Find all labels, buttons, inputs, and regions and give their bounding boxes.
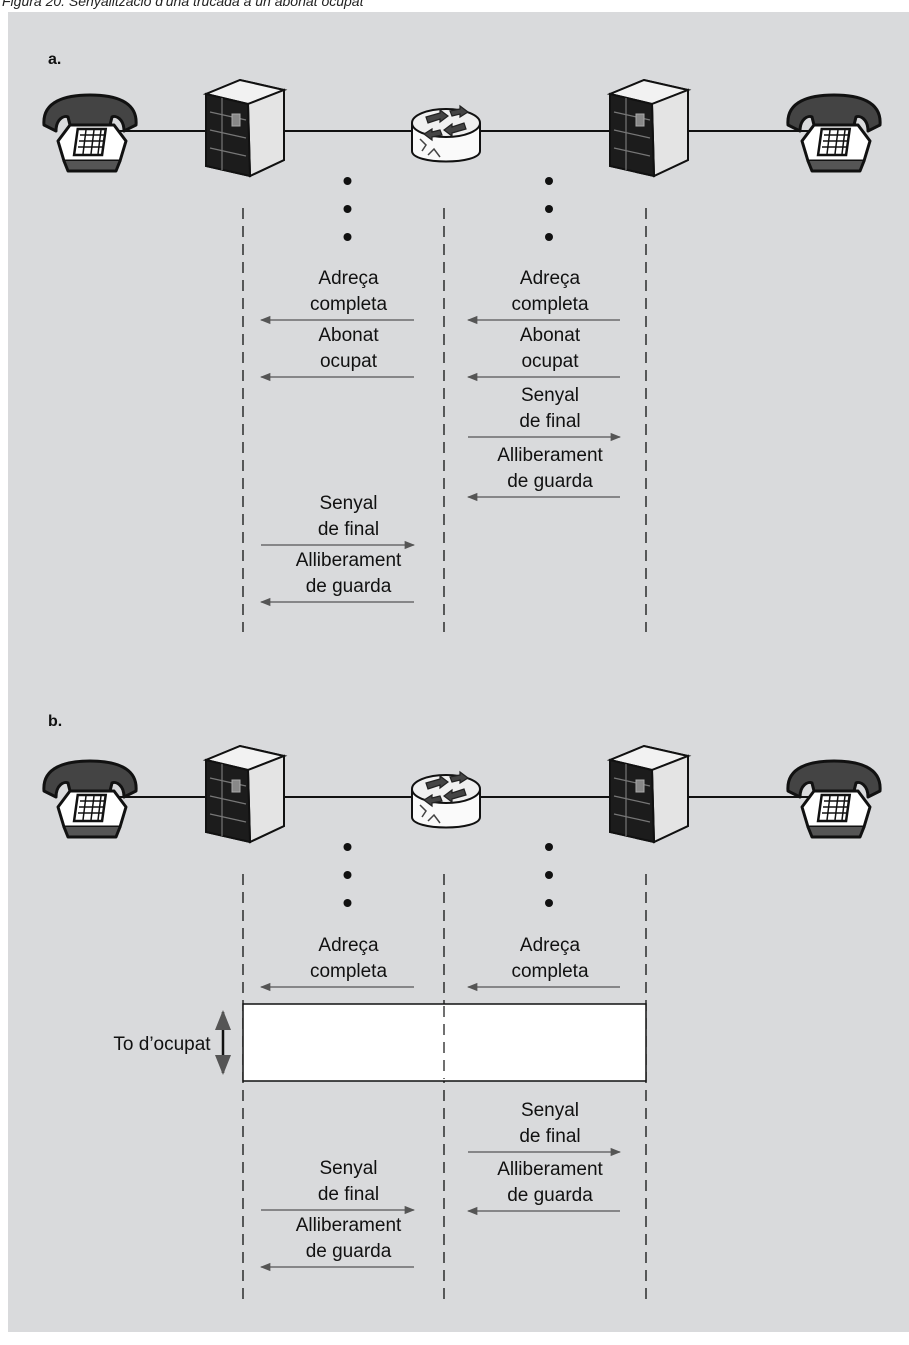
panel-a-label: a. xyxy=(48,51,61,68)
exchange-icon xyxy=(205,79,285,177)
message-label: Adreça xyxy=(318,268,379,289)
message-label: completa xyxy=(310,294,388,315)
message-label: de final xyxy=(519,411,580,432)
telephone-icon xyxy=(786,759,882,839)
exchange-icon xyxy=(609,79,689,177)
ellipsis-dot xyxy=(343,899,352,907)
telephone-icon xyxy=(786,93,882,173)
message-label: Alliberament xyxy=(296,1215,402,1236)
exchange-icon xyxy=(609,745,689,843)
ellipsis-dot xyxy=(343,871,352,879)
message-label: ocupat xyxy=(320,351,378,372)
message-label: Adreça xyxy=(520,935,581,956)
message-label: de guarda xyxy=(306,576,392,597)
message-label: Senyal xyxy=(319,493,377,514)
message-label: completa xyxy=(310,961,388,982)
ellipsis-dot xyxy=(343,233,352,241)
message-label: de guarda xyxy=(306,1241,392,1262)
panel-b-label: b. xyxy=(48,713,62,730)
busy-tone-label: To d’ocupat xyxy=(113,1034,211,1055)
ellipsis-dot xyxy=(343,843,352,851)
message-label: Senyal xyxy=(521,385,579,406)
figure-caption: Figura 20. Senyalització d'una trucada a… xyxy=(2,0,364,9)
message-label: completa xyxy=(511,294,589,315)
ellipsis-dot xyxy=(545,871,553,879)
ellipsis-dot xyxy=(343,177,352,185)
message-label: ocupat xyxy=(521,351,579,372)
message-label: de guarda xyxy=(507,471,593,492)
message-label: de final xyxy=(519,1126,580,1147)
message-label: Alliberament xyxy=(497,1159,603,1180)
ellipsis-dot xyxy=(545,899,553,907)
message-label: Alliberament xyxy=(296,550,402,571)
message-label: de final xyxy=(318,519,379,540)
message-label: Adreça xyxy=(318,935,379,956)
message-label: Senyal xyxy=(319,1158,377,1179)
signaling-diagram: a. b. AdreçacompletaAbonatocupatSenyalde… xyxy=(42,51,882,1299)
telephone-icon xyxy=(42,93,138,173)
ellipsis-dot xyxy=(545,177,553,185)
message-label: Senyal xyxy=(521,1100,579,1121)
ellipsis-dot xyxy=(545,205,553,213)
message-label: de final xyxy=(318,1184,379,1205)
telephone-icon xyxy=(42,759,138,839)
message-label: Adreça xyxy=(520,268,581,289)
router-icon xyxy=(411,105,481,163)
exchange-icon xyxy=(205,745,285,843)
message-label: de guarda xyxy=(507,1185,593,1206)
ellipsis-dot xyxy=(343,205,352,213)
message-label: Alliberament xyxy=(497,445,603,466)
ellipsis-dot xyxy=(545,843,553,851)
router-icon xyxy=(411,771,481,829)
message-label: Abonat xyxy=(520,325,581,346)
message-label: Abonat xyxy=(318,325,379,346)
message-label: completa xyxy=(511,961,589,982)
ellipsis-dot xyxy=(545,233,553,241)
